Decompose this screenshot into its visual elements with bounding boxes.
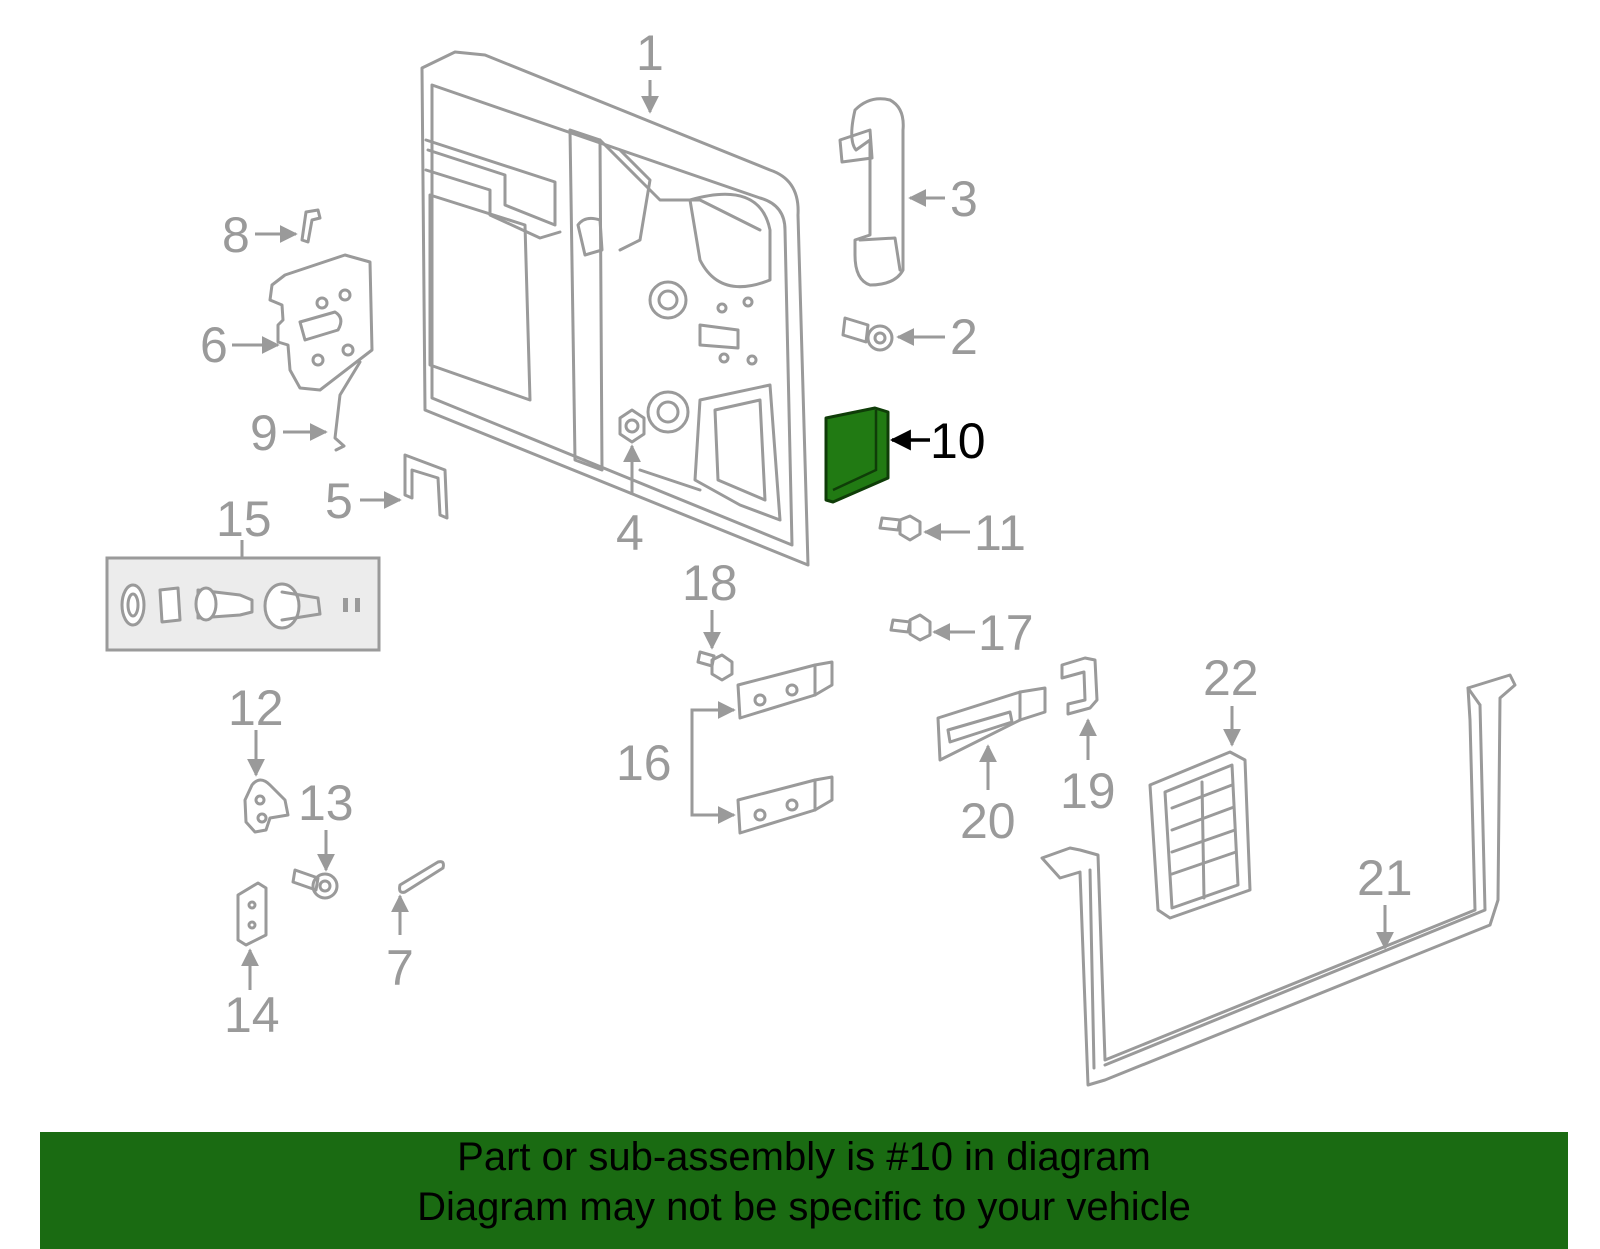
svg-text:13: 13 xyxy=(298,775,354,831)
svg-text:21: 21 xyxy=(1357,850,1413,906)
callout-11: 11 xyxy=(923,505,1026,561)
clip-part-19[interactable] xyxy=(1060,656,1099,716)
svg-text:5: 5 xyxy=(325,473,353,529)
callout-8: 8 xyxy=(222,207,298,263)
callout-4: 4 xyxy=(616,444,644,561)
svg-text:2: 2 xyxy=(950,309,978,365)
info-banner: Part or sub-assembly is #10 in diagram D… xyxy=(40,1132,1568,1249)
svg-text:19: 19 xyxy=(1060,763,1116,819)
callout-14: 14 xyxy=(224,948,280,1043)
callout-21: 21 xyxy=(1357,850,1413,950)
callout-17: 17 xyxy=(932,605,1034,661)
bracket-part-20[interactable] xyxy=(936,686,1047,762)
callout-16: 16 xyxy=(616,701,736,824)
callout-10: 10 xyxy=(889,413,986,469)
callout-19: 19 xyxy=(1060,718,1116,819)
callout-1: 1 xyxy=(636,25,664,114)
svg-text:7: 7 xyxy=(386,940,414,996)
bolt-part-2[interactable] xyxy=(841,316,894,352)
svg-text:16: 16 xyxy=(616,735,672,791)
callout-6: 6 xyxy=(200,317,280,373)
striker-part-12[interactable] xyxy=(243,778,290,834)
hinge-upper-part-16[interactable] xyxy=(736,660,834,720)
svg-text:3: 3 xyxy=(950,171,978,227)
lock-kit-part-15[interactable] xyxy=(105,556,381,652)
banner-line-1: Part or sub-assembly is #10 in diagram xyxy=(457,1135,1151,1179)
svg-text:18: 18 xyxy=(682,555,738,611)
bolt-part-11[interactable] xyxy=(878,514,922,542)
bolt-part-18[interactable] xyxy=(696,650,734,682)
callout-22: 22 xyxy=(1203,650,1259,747)
callout-3: 3 xyxy=(908,171,978,227)
weatherstrip-part-21[interactable] xyxy=(1040,673,1517,1087)
svg-text:9: 9 xyxy=(250,405,278,461)
svg-text:10: 10 xyxy=(930,413,986,469)
bolt-part-13[interactable] xyxy=(291,868,339,900)
callout-2: 2 xyxy=(896,309,978,365)
plate-part-14[interactable] xyxy=(236,881,268,947)
svg-text:8: 8 xyxy=(222,207,250,263)
callout-9: 9 xyxy=(250,405,328,461)
latch-part-6[interactable] xyxy=(268,253,374,392)
bolt-part-17[interactable] xyxy=(889,613,932,642)
callout-5: 5 xyxy=(325,473,402,529)
svg-text:17: 17 xyxy=(978,605,1034,661)
svg-text:14: 14 xyxy=(224,987,280,1043)
callout-label-1: 1 xyxy=(636,25,664,81)
clip-part-8[interactable] xyxy=(300,208,322,244)
svg-text:6: 6 xyxy=(200,317,228,373)
callout-18: 18 xyxy=(682,555,738,650)
pin-part-7[interactable] xyxy=(398,860,445,894)
nut-part-4[interactable] xyxy=(618,408,646,444)
door-handle-part-3[interactable] xyxy=(838,97,905,287)
callout-7: 7 xyxy=(386,894,414,996)
highlighted-part-10[interactable] xyxy=(824,406,890,504)
banner-line-2: Diagram may not be specific to your vehi… xyxy=(417,1185,1191,1229)
callout-12: 12 xyxy=(228,680,284,777)
callout-15: 15 xyxy=(216,491,272,558)
vent-part-22[interactable] xyxy=(1148,750,1252,920)
svg-text:12: 12 xyxy=(228,680,284,736)
svg-text:20: 20 xyxy=(960,793,1016,849)
rod-part-9[interactable] xyxy=(333,360,362,452)
door-panel-part-1[interactable] xyxy=(420,50,810,567)
svg-text:22: 22 xyxy=(1203,650,1259,706)
callout-13: 13 xyxy=(298,775,354,872)
hinge-lower-part-16[interactable] xyxy=(736,775,834,835)
svg-text:11: 11 xyxy=(974,505,1026,561)
callout-20: 20 xyxy=(960,744,1016,849)
bracket-part-5[interactable] xyxy=(403,453,449,520)
svg-text:15: 15 xyxy=(216,491,272,547)
svg-text:4: 4 xyxy=(616,505,644,561)
